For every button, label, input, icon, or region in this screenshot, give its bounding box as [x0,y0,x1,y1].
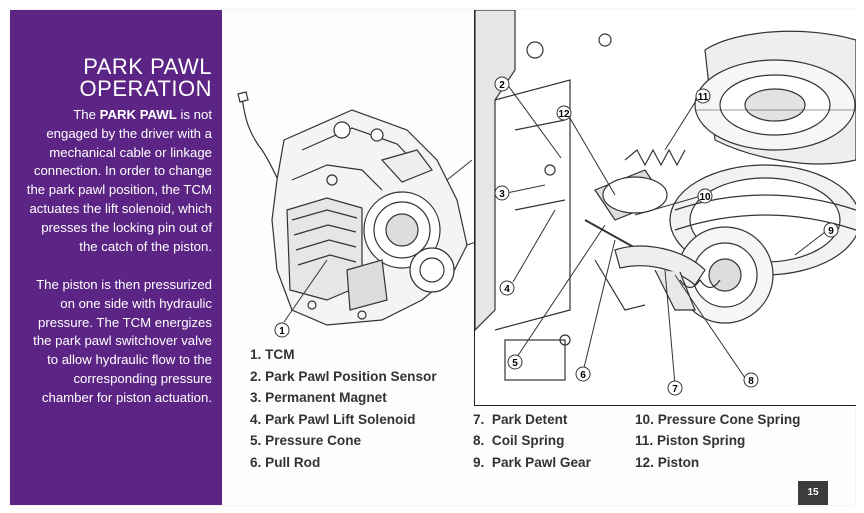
page-number-badge: 15 [798,481,828,505]
legend-item: 7. Park Detent [473,412,568,427]
legend-item: 2. Park Pawl Position Sensor [250,369,437,384]
legend-item: 1. TCM [250,347,295,362]
sidebar: PARK PAWL OPERATION The PARK PAWL is not… [10,10,222,505]
callout-1: 1 [279,326,285,337]
legend-item: 11. Piston Spring [635,433,746,448]
callout-10: 10 [699,192,711,203]
callout-4: 4 [504,284,510,295]
intro-paragraph: The PARK PAWL is not engaged by the driv… [22,106,212,256]
page-title: PARK PAWL OPERATION [22,56,212,100]
legend-item: 9. Park Pawl Gear [473,455,591,470]
title-line: OPERATION [79,76,212,101]
callout-8: 8 [748,376,754,387]
callout-2: 2 [499,80,505,91]
legend-item: 6. Pull Rod [250,455,321,470]
transmission-overview-illustration: 1 [237,91,482,338]
legend-item: 5. Pressure Cone [250,433,362,448]
callout-3: 3 [499,189,505,200]
paragraph-bold-term: PARK PAWL [99,107,177,122]
callout-6: 6 [580,370,586,381]
legend-item: 8. Coil Spring [473,433,565,448]
paragraph-text: is not engaged by the driver with a mech… [26,107,212,254]
callout-11: 11 [698,92,709,103]
cutaway-detail-frame: 2 3 4 5 6 7 8 9 10 11 12 [474,10,856,406]
legend-item: 10. Pressure Cone Spring [635,412,801,427]
legend-item: 12. Piston [635,455,700,470]
callout-5: 5 [512,358,518,369]
callout-12: 12 [558,109,570,120]
park-pawl-cutaway-illustration: 2 3 4 5 6 7 8 9 10 11 12 [475,10,856,396]
callout-9: 9 [828,226,834,237]
callout-7: 7 [672,384,678,395]
legend-item: 4. Park Pawl Lift Solenoid [250,412,416,427]
page: PARK PAWL OPERATION The PARK PAWL is not… [10,10,856,505]
second-paragraph: The piston is then pressurized on one si… [33,277,212,405]
title-line: PARK PAWL [83,54,212,79]
paragraph-text: The [73,107,100,122]
legend-item: 3. Permanent Magnet [250,390,387,405]
